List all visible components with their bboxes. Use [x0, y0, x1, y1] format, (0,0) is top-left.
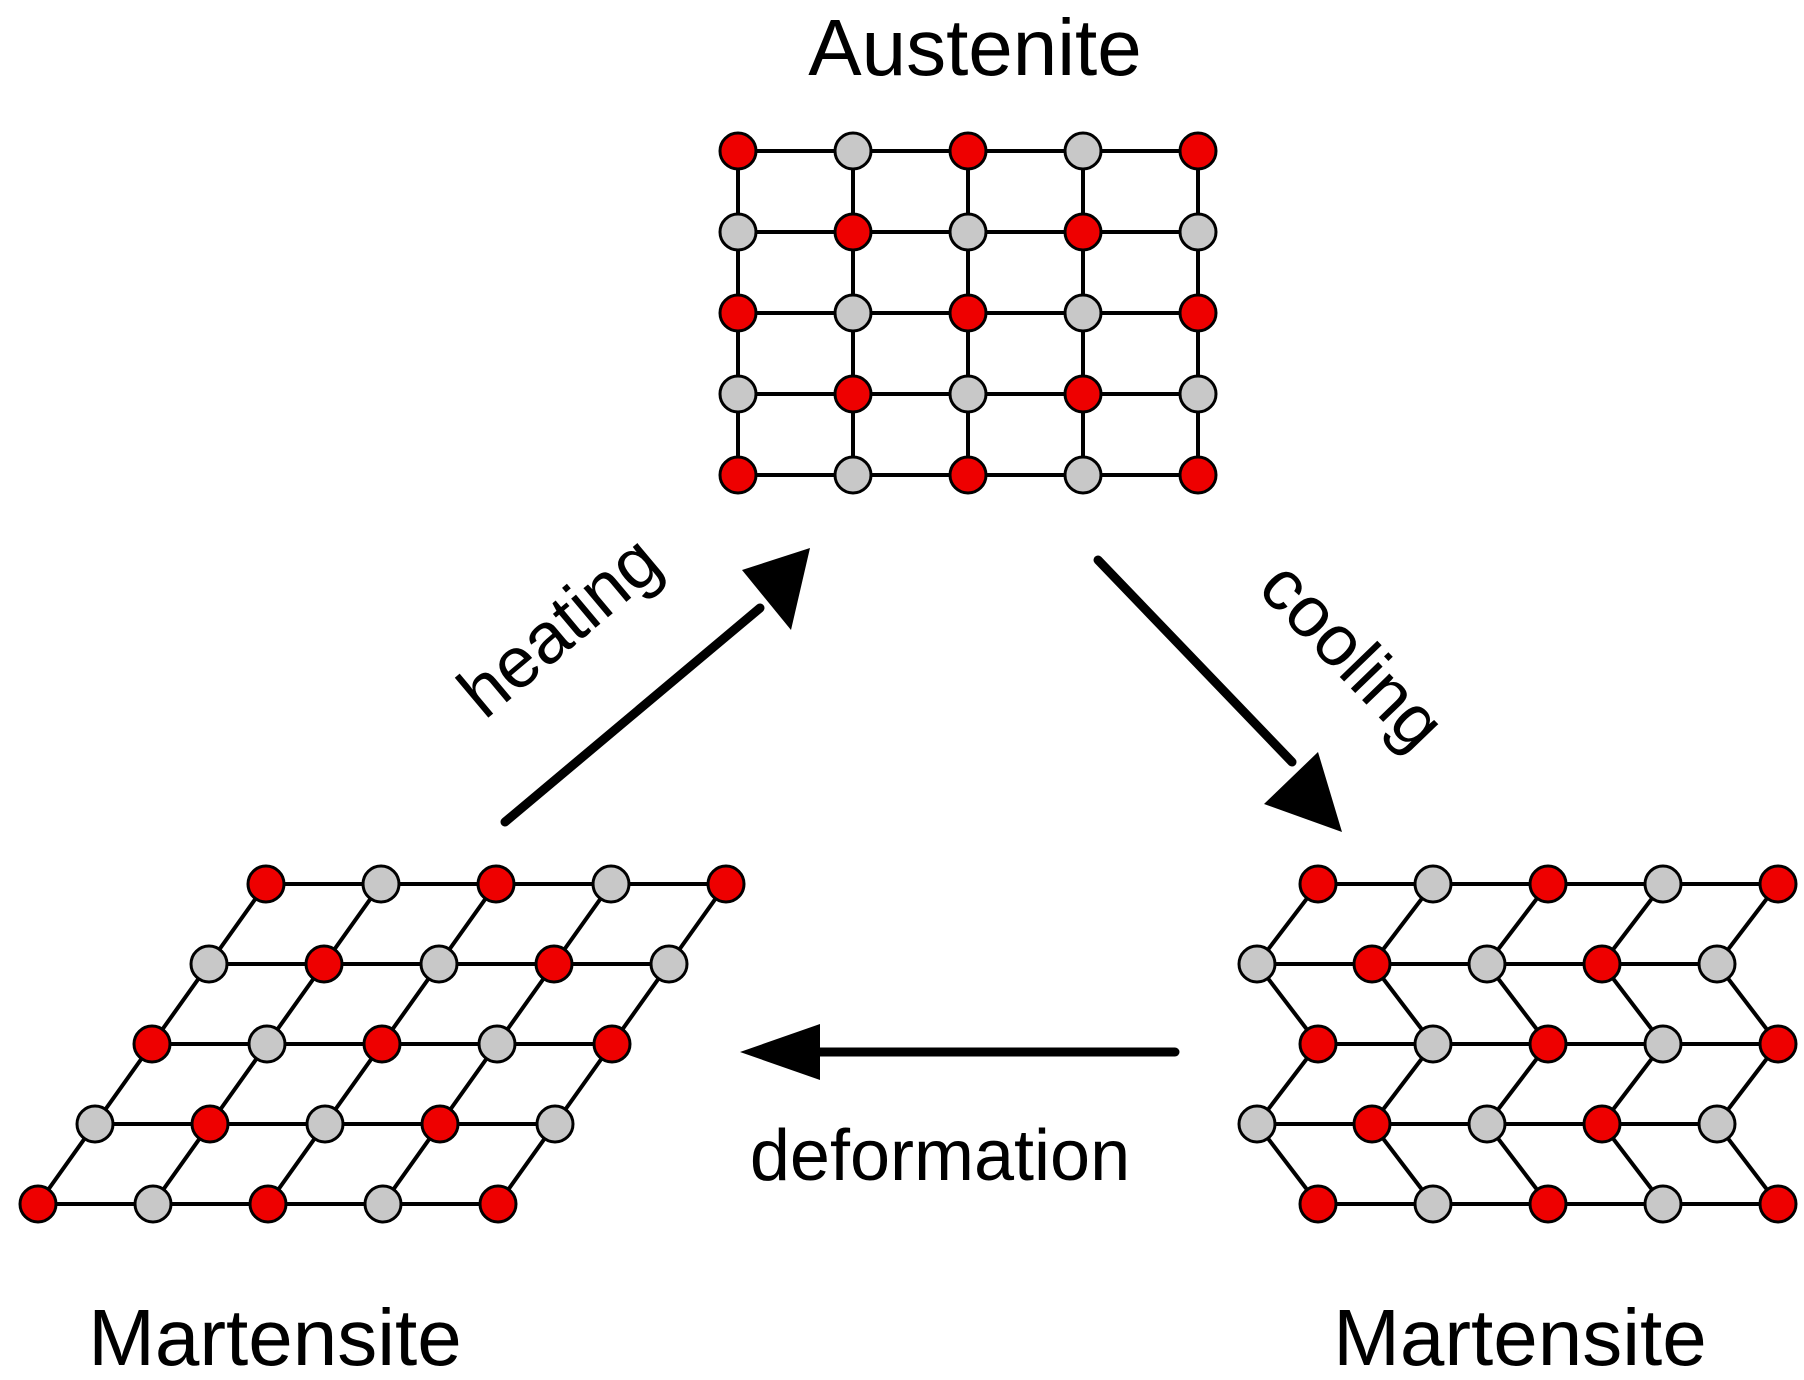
deformed-martensite-atom-red	[420, 1104, 460, 1144]
martensite-twinned-label: Martensite	[1333, 1293, 1706, 1380]
twinned-martensite-atom-gray	[1413, 1024, 1453, 1064]
austenite-atom-red	[718, 131, 758, 171]
cooling-label: cooling	[1244, 545, 1460, 765]
austenite-atom-red	[718, 455, 758, 495]
heating-label: heating	[443, 520, 675, 733]
twinned-martensite-atom-gray	[1467, 944, 1507, 984]
austenite-atom-gray	[833, 131, 873, 171]
deformed-martensite-atom-gray	[133, 1184, 173, 1224]
twinned-martensite-atom-red	[1298, 864, 1338, 904]
twinned-martensite-atom-gray	[1413, 864, 1453, 904]
deformed-martensite-atom-red	[706, 864, 746, 904]
austenite-atom-gray	[1178, 374, 1218, 414]
twinned-martensite-atom-gray	[1643, 1184, 1683, 1224]
twinned-martensite-atom-gray	[1697, 944, 1737, 984]
deformed-martensite-atom-red	[476, 864, 516, 904]
deformed-martensite-atom-gray	[363, 1184, 403, 1224]
twinned-martensite-atom-gray	[1237, 1104, 1277, 1144]
twinned-martensite-atom-gray	[1467, 1104, 1507, 1144]
austenite-atom-red	[1178, 455, 1218, 495]
austenite-atom-red	[1063, 374, 1103, 414]
deformed-martensite-atom-gray	[535, 1104, 575, 1144]
deformed-martensite-atom-gray	[361, 864, 401, 904]
deformed-martensite-atom-gray	[305, 1104, 345, 1144]
heating-arrow	[500, 548, 810, 827]
twinned-martensite-atom-red	[1352, 1104, 1392, 1144]
twinned-martensite-atom-gray	[1413, 1184, 1453, 1224]
twinned-martensite-atom-red	[1528, 864, 1568, 904]
deformed-martensite-atom-red	[190, 1104, 230, 1144]
austenite-atom-gray	[1063, 455, 1103, 495]
austenite-atom-red	[948, 293, 988, 333]
twinned-martensite-atom-red	[1582, 944, 1622, 984]
deformed-martensite-atom-red	[478, 1184, 518, 1224]
twinned-martensite-atom-red	[1758, 864, 1798, 904]
austenite-atom-gray	[1063, 293, 1103, 333]
twinned-martensite-atom-gray	[1643, 864, 1683, 904]
twinned-martensite-atom-red	[1352, 944, 1392, 984]
twinned-martensite-atom-red	[1758, 1184, 1798, 1224]
twinned-martensite-atom-gray	[1697, 1104, 1737, 1144]
deformed-martensite-atom-red	[592, 1024, 632, 1064]
twinned-martensite-lattice	[1237, 864, 1798, 1224]
deformed-martensite-atom-red	[18, 1184, 58, 1224]
austenite-atom-gray	[833, 293, 873, 333]
austenite-atom-gray	[718, 212, 758, 252]
deformed-martensite-atom-red	[246, 864, 286, 904]
twinned-martensite-atom-red	[1528, 1184, 1568, 1224]
austenite-atom-gray	[1063, 131, 1103, 171]
austenite-atom-red	[1063, 212, 1103, 252]
deformed-martensite-atom-gray	[419, 944, 459, 984]
twinned-martensite-atom-red	[1528, 1024, 1568, 1064]
twinned-martensite-atom-red	[1582, 1104, 1622, 1144]
deformed-martensite-atom-red	[248, 1184, 288, 1224]
twinned-martensite-atom-red	[1298, 1024, 1338, 1064]
austenite-atom-red	[1178, 293, 1218, 333]
austenite-atom-gray	[718, 374, 758, 414]
austenite-atom-gray	[948, 374, 988, 414]
twinned-martensite-atom-red	[1298, 1184, 1338, 1224]
austenite-atom-red	[948, 455, 988, 495]
deformed-martensite-atom-red	[132, 1024, 172, 1064]
twinned-martensite-atom-gray	[1237, 944, 1277, 984]
austenite-atom-red	[1178, 131, 1218, 171]
austenite-atom-red	[833, 212, 873, 252]
deformed-martensite-atom-red	[534, 944, 574, 984]
deformed-martensite-atom-gray	[247, 1024, 287, 1064]
twinned-martensite-atom-red	[1758, 1024, 1798, 1064]
twinned-martensite-atom-gray	[1643, 1024, 1683, 1064]
deformation-arrow	[740, 1024, 1180, 1080]
cooling-arrow	[1093, 555, 1342, 832]
deformed-martensite-atom-gray	[477, 1024, 517, 1064]
austenite-atom-red	[833, 374, 873, 414]
austenite-label: Austenite	[808, 3, 1142, 92]
deformed-martensite-atom-gray	[75, 1104, 115, 1144]
austenite-atom-red	[948, 131, 988, 171]
deformed-martensite-atom-gray	[649, 944, 689, 984]
deformed-martensite-atom-red	[362, 1024, 402, 1064]
deformed-martensite-atom-red	[304, 944, 344, 984]
austenite-atom-gray	[833, 455, 873, 495]
austenite-lattice	[718, 131, 1218, 495]
deformation-label: deformation	[750, 1116, 1130, 1196]
austenite-atom-gray	[948, 212, 988, 252]
austenite-atom-red	[718, 293, 758, 333]
deformed-martensite-lattice	[18, 864, 746, 1224]
deformed-martensite-atom-gray	[591, 864, 631, 904]
deformed-martensite-atom-gray	[189, 944, 229, 984]
austenite-atom-gray	[1178, 212, 1218, 252]
martensite-deformed-label: Martensite	[88, 1293, 461, 1380]
